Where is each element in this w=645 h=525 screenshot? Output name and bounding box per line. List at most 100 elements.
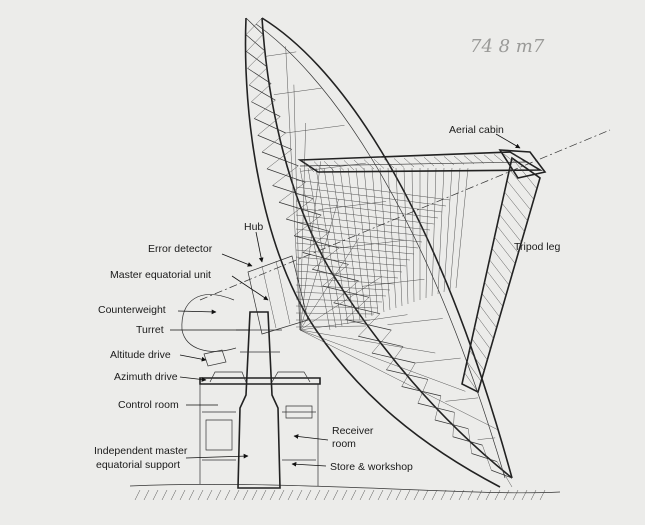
ground bbox=[129, 483, 561, 501]
structure-line bbox=[494, 489, 501, 501]
structure-line bbox=[474, 327, 491, 350]
structure-line bbox=[273, 87, 322, 95]
structure-line bbox=[379, 167, 391, 311]
structure-line bbox=[393, 158, 405, 168]
structure-line bbox=[272, 165, 299, 186]
structure-line bbox=[206, 489, 213, 501]
structure-line bbox=[287, 489, 294, 501]
structure-line bbox=[322, 264, 349, 287]
structure-line bbox=[248, 84, 276, 101]
structure-line bbox=[247, 67, 272, 85]
structure-line bbox=[496, 225, 519, 254]
structure-line bbox=[443, 167, 453, 293]
structure-line bbox=[345, 319, 392, 331]
structure-line bbox=[285, 125, 345, 134]
structure-line bbox=[257, 116, 281, 136]
structure-line bbox=[331, 167, 355, 323]
structure-line bbox=[491, 469, 513, 479]
structure-line bbox=[245, 17, 263, 35]
structure-line bbox=[511, 157, 538, 189]
structure-line bbox=[299, 329, 466, 392]
structure-line bbox=[499, 214, 522, 243]
structure-line bbox=[161, 489, 168, 501]
structure-line bbox=[299, 329, 436, 354]
structure-line bbox=[295, 325, 367, 328]
structure-line bbox=[433, 156, 445, 166]
structure-line bbox=[509, 169, 534, 200]
structure-line bbox=[170, 489, 177, 501]
structure-line bbox=[491, 248, 513, 275]
structure-line bbox=[295, 291, 387, 297]
structure-line bbox=[434, 419, 469, 430]
structure-line bbox=[350, 489, 357, 501]
structure-line bbox=[476, 316, 494, 339]
structure-line bbox=[415, 357, 461, 364]
structure-line bbox=[254, 118, 286, 134]
turret-column bbox=[236, 311, 282, 489]
structure-line bbox=[425, 167, 429, 299]
structure-line bbox=[224, 489, 231, 501]
leader-lines bbox=[170, 133, 521, 467]
structure-line bbox=[476, 489, 483, 501]
structure-line bbox=[285, 46, 301, 331]
structure-line bbox=[452, 436, 483, 446]
structure-line bbox=[368, 489, 375, 501]
structure-line bbox=[503, 489, 510, 501]
building bbox=[199, 349, 321, 486]
structure-line bbox=[464, 372, 479, 393]
structure-line bbox=[299, 199, 339, 331]
structure-line bbox=[254, 99, 276, 119]
structure-line bbox=[347, 167, 367, 319]
structure-line bbox=[266, 149, 292, 169]
structure-line bbox=[295, 214, 431, 231]
structure-line bbox=[463, 155, 475, 165]
label-independent-master: Independent master bbox=[94, 445, 188, 457]
structure-line bbox=[260, 489, 267, 501]
structure-line bbox=[295, 179, 451, 201]
structure-line bbox=[403, 167, 409, 305]
dish-structure bbox=[244, 17, 513, 488]
aerial-cabin-box bbox=[498, 149, 547, 179]
handwritten-note: 74 8 m7 bbox=[470, 36, 545, 57]
structure-line bbox=[485, 489, 492, 501]
structure-line bbox=[411, 167, 415, 303]
structure-line bbox=[246, 34, 264, 52]
structure-line bbox=[251, 489, 258, 501]
structure-line bbox=[300, 162, 366, 172]
label-store-workshop: Store & workshop bbox=[330, 461, 413, 473]
structure-line bbox=[295, 305, 379, 309]
structure-line bbox=[353, 159, 365, 170]
structure-line bbox=[377, 489, 384, 501]
structure-line bbox=[440, 489, 447, 501]
label-counterweight: Counterweight bbox=[98, 304, 166, 316]
structure-line bbox=[395, 167, 403, 307]
structure-line bbox=[305, 489, 312, 501]
label-altitude-drive: Altitude drive bbox=[110, 349, 171, 361]
structure-line bbox=[295, 256, 407, 267]
label-receiver-room: room bbox=[332, 438, 356, 450]
structure-line bbox=[333, 302, 381, 315]
structure-line bbox=[443, 156, 455, 166]
structure-line bbox=[355, 167, 373, 317]
tripod bbox=[297, 149, 547, 394]
label-error-detector: Error detector bbox=[148, 243, 213, 255]
structure-line bbox=[333, 280, 359, 303]
structure-line bbox=[251, 83, 272, 102]
structure-line bbox=[242, 489, 249, 501]
structure-line bbox=[303, 161, 315, 173]
structure-line bbox=[278, 182, 306, 203]
structure-line bbox=[403, 157, 415, 168]
structure-line bbox=[512, 489, 519, 501]
structure-line bbox=[251, 101, 281, 117]
structure-line bbox=[315, 167, 343, 327]
structure-line bbox=[431, 489, 438, 501]
structure-line bbox=[452, 412, 455, 437]
structure-line bbox=[295, 235, 419, 249]
label-hub: Hub bbox=[244, 221, 263, 233]
structure-line bbox=[323, 167, 349, 325]
structure-line bbox=[504, 191, 528, 221]
structure-line bbox=[521, 489, 528, 501]
structure-line bbox=[371, 352, 416, 364]
